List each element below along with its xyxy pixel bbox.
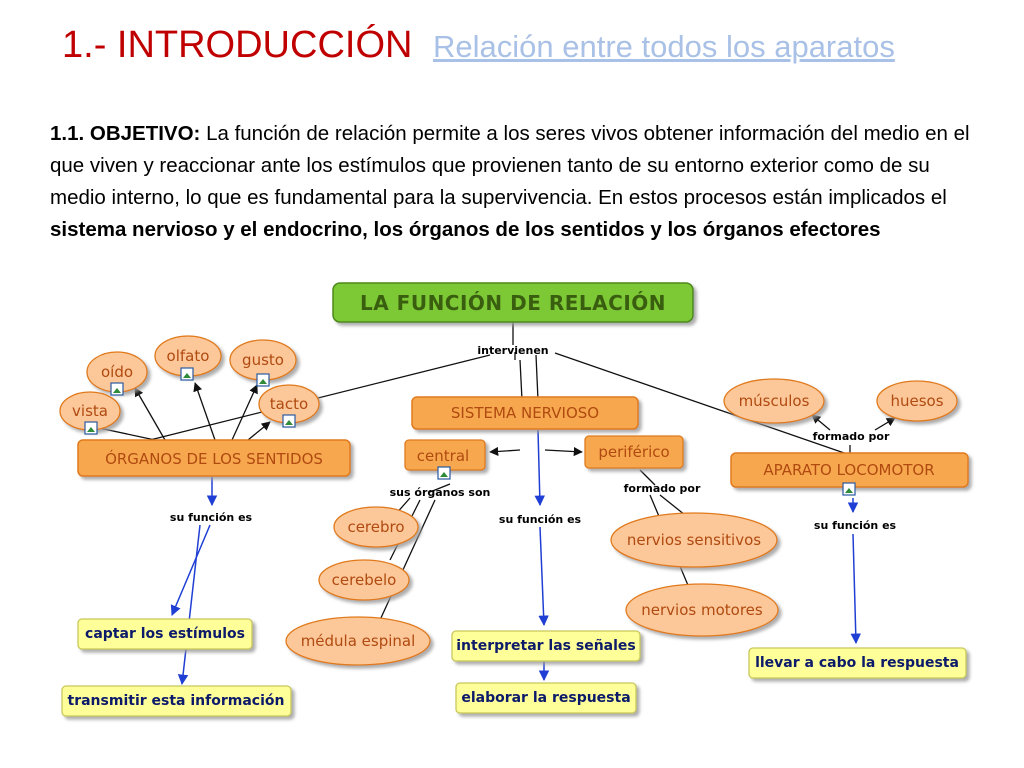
link-su-funcion-2: su función es xyxy=(499,513,582,526)
link-sus-organos-son: sus órganos son xyxy=(390,486,491,499)
ellipse-nervios-sensitivos-label: nervios sensitivos xyxy=(627,531,761,549)
node-organos-sentidos-label: ÓRGANOS DE LOS SENTIDOS xyxy=(105,449,323,468)
image-icon[interactable] xyxy=(437,466,451,480)
node-aparato-locomotor[interactable]: APARATO LOCOMOTOR xyxy=(730,452,969,496)
ellipse-musculos-label: músculos xyxy=(739,392,810,410)
link-su-funcion-1: su función es xyxy=(170,511,253,524)
objective-bold-text: sistema nervioso y el endocrino, los órg… xyxy=(50,218,881,241)
main-node[interactable]: LA FUNCIÓN DE RELACIÓN xyxy=(332,282,694,323)
objective-label: 1.1. OBJETIVO: xyxy=(50,122,201,145)
box-captar-label: captar los estímulos xyxy=(85,626,245,642)
node-periferico[interactable]: periférico xyxy=(584,435,684,469)
box-captar[interactable]: captar los estímulos xyxy=(77,618,253,650)
node-periferico-label: periférico xyxy=(598,443,669,461)
ellipse-medula-label: médula espinal xyxy=(301,632,416,650)
node-sistema-nervioso[interactable]: SISTEMA NERVIOSO xyxy=(411,396,639,430)
ellipse-gusto[interactable]: gusto xyxy=(229,339,297,387)
title-heading: 1.- INTRODUCCIÓN xyxy=(62,24,413,66)
node-sistema-nervioso-label: SISTEMA NERVIOSO xyxy=(451,404,599,422)
node-organos-sentidos[interactable]: ÓRGANOS DE LOS SENTIDOS xyxy=(77,439,351,477)
box-elaborar-label: elaborar la respuesta xyxy=(461,690,630,706)
box-elaborar[interactable]: elaborar la respuesta xyxy=(455,682,637,714)
node-central-label: central xyxy=(417,447,469,465)
box-transmitir[interactable]: transmitir esta información xyxy=(61,685,292,717)
box-interpretar[interactable]: interpretar las señales xyxy=(451,630,641,662)
ellipse-cerebelo-label: cerebelo xyxy=(332,571,397,589)
link-su-funcion-3: su función es xyxy=(814,519,897,532)
link-formado-por-2: formado por xyxy=(813,430,890,443)
ellipse-vista-label: vista xyxy=(72,402,108,420)
image-icon[interactable] xyxy=(180,367,194,381)
main-node-label: LA FUNCIÓN DE RELACIÓN xyxy=(360,291,666,315)
ellipse-musculos[interactable]: músculos xyxy=(723,378,825,424)
box-llevar-label: llevar a cabo la respuesta xyxy=(755,655,959,671)
node-central[interactable]: central xyxy=(404,439,486,480)
ellipse-cerebro[interactable]: cerebro xyxy=(333,506,419,548)
ellipse-tacto[interactable]: tacto xyxy=(258,384,320,428)
node-aparato-locomotor-label: APARATO LOCOMOTOR xyxy=(763,461,934,479)
image-icon[interactable] xyxy=(110,382,124,396)
image-icon[interactable] xyxy=(282,414,296,428)
concept-map: LA FUNCIÓN DE RELACIÓN intervienen ÓRGAN… xyxy=(59,282,969,717)
ellipse-oido-label: oído xyxy=(101,363,133,381)
box-interpretar-label: interpretar las señales xyxy=(456,638,636,654)
title-hyperlink[interactable]: Relación entre todos los aparatos xyxy=(433,29,895,64)
ellipse-cerebro-label: cerebro xyxy=(347,518,404,536)
image-icon[interactable] xyxy=(84,421,98,435)
ellipse-huesos[interactable]: huesos xyxy=(876,380,958,422)
ellipse-cerebelo[interactable]: cerebelo xyxy=(318,559,410,601)
ellipse-nervios-motores[interactable]: nervios motores xyxy=(625,583,779,637)
image-icon[interactable] xyxy=(256,373,270,387)
slide-title: 1.- INTRODUCCIÓN Relación entre todos lo… xyxy=(62,20,895,72)
ellipse-huesos-label: huesos xyxy=(890,392,943,410)
ellipse-medula[interactable]: médula espinal xyxy=(285,616,431,666)
ellipse-olfato-label: olfato xyxy=(167,347,210,365)
image-icon[interactable] xyxy=(842,482,856,496)
ellipse-olfato[interactable]: olfato xyxy=(154,335,222,381)
box-llevar[interactable]: llevar a cabo la respuesta xyxy=(748,647,967,679)
link-formado-por-1: formado por xyxy=(624,482,701,495)
ellipse-vista[interactable]: vista xyxy=(59,391,121,435)
box-transmitir-label: transmitir esta información xyxy=(68,693,285,709)
ellipse-nervios-sensitivos[interactable]: nervios sensitivos xyxy=(610,512,778,568)
link-intervienen: intervienen xyxy=(477,344,548,357)
ellipse-tacto-label: tacto xyxy=(270,395,308,413)
ellipse-oido[interactable]: oído xyxy=(86,351,148,396)
objective-paragraph: 1.1. OBJETIVO: La función de relación pe… xyxy=(50,118,990,246)
ellipse-gusto-label: gusto xyxy=(242,351,284,369)
objective-text: La función de relación permite a los ser… xyxy=(50,122,970,209)
ellipse-nervios-motores-label: nervios motores xyxy=(641,601,763,619)
blue-arrows xyxy=(170,429,861,686)
